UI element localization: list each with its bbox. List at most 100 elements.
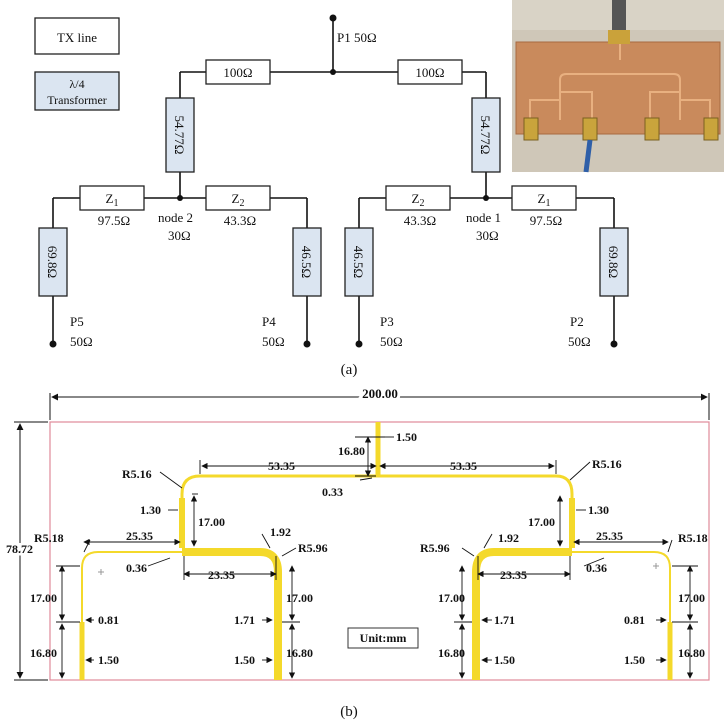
transformer-54-left-label: 54.77Ω [172, 116, 187, 155]
dim-p5-w2: 1.50 [98, 653, 119, 667]
dim-w192-left: 1.92 [270, 525, 291, 539]
dim-p2-v1: 17.00 [678, 591, 705, 605]
port-p3-impedance: 50Ω [380, 334, 403, 349]
z2-right-value: 43.3Ω [404, 213, 436, 228]
legend-tx-box [34, 17, 120, 55]
dim-r596-left: R5.96 [298, 541, 328, 555]
legend-tx-label: TX line [57, 30, 97, 45]
transformer-54-right [471, 97, 501, 173]
dim-top-width: 1.50 [396, 430, 417, 444]
port-p3-label: P3 [380, 314, 394, 329]
layout-b: 200.00 78.72 [4, 383, 710, 720]
unit-label: Unit:mm [360, 631, 407, 645]
dim-r518-left: R5.18 [34, 531, 64, 545]
dim-p4-v1: 17.00 [286, 591, 313, 605]
microstrip-traces [79, 422, 673, 680]
dim-arm-left: 53.35 [268, 459, 295, 473]
transformer-54-right-label: 54.77Ω [478, 116, 493, 155]
transformer-46-left [292, 227, 322, 297]
dim-v1700-left: 17.00 [198, 515, 225, 529]
z1-left-name: Z1 [106, 191, 119, 209]
port-p5-impedance: 50Ω [70, 334, 93, 349]
z1-right [511, 185, 577, 211]
dim-h2335-right: 23.35 [500, 568, 527, 582]
dim-arm-right: 53.35 [450, 459, 477, 473]
dim-r518-right: R5.18 [678, 531, 708, 545]
transformer-69-right-label: 69.8Ω [606, 246, 621, 278]
dim-p4-w2: 1.50 [234, 653, 255, 667]
dim-p3-w2: 1.50 [494, 653, 515, 667]
dim-w130-right: 1.30 [588, 503, 609, 517]
dim-w036-right: 0.36 [586, 561, 607, 575]
port-p2-label: P2 [570, 314, 584, 329]
port-p5-label: P5 [70, 314, 84, 329]
dim-p2-w1: 0.81 [624, 613, 645, 627]
caption-b: (b) [340, 704, 358, 720]
z2-left-value: 43.3Ω [224, 213, 256, 228]
dim-r516-left: R5.16 [122, 467, 152, 481]
dim-p3-v1: 17.00 [438, 591, 465, 605]
z2-right-name: Z2 [412, 191, 425, 209]
dim-w192-right: 1.92 [498, 531, 519, 545]
dim-v1700-right: 17.00 [528, 515, 555, 529]
unit-box [347, 627, 419, 649]
tx-line-100-right [397, 59, 463, 85]
dim-h2535-left: 25.35 [126, 529, 153, 543]
tx-line-100-right-label: 100Ω [415, 65, 444, 80]
pcb-board [515, 41, 721, 135]
fabricated-board-photo [512, 0, 724, 173]
dim-gap: 0.33 [322, 485, 343, 499]
legend-transformer-box [34, 71, 120, 111]
transformer-69-left-label: 69.8Ω [45, 246, 60, 278]
schematic-nodes [49, 14, 618, 348]
port-p4-label: P4 [262, 314, 276, 329]
node1-impedance: 30Ω [476, 228, 499, 243]
dim-p2-v2: 16.80 [678, 646, 705, 660]
tx-line-100-left [205, 59, 271, 85]
z2-left-name: Z2 [232, 191, 245, 209]
z1-left-value: 97.5Ω [98, 213, 130, 228]
z2-right [385, 185, 451, 211]
dim-h2535-right: 25.35 [596, 529, 623, 543]
dim-p5-w1: 0.81 [98, 613, 119, 627]
dim-p4-w1: 1.71 [234, 613, 255, 627]
transformer-69-right [599, 227, 629, 297]
dim-r516-right: R5.16 [592, 457, 622, 471]
dim-h2335-left: 23.35 [208, 568, 235, 582]
dim-p5-v2: 16.80 [30, 646, 57, 660]
dim-p5-v1: 17.00 [30, 591, 57, 605]
dim-height-total: 78.72 [6, 542, 33, 556]
dimension-lines [56, 436, 698, 679]
tx-line-100-left-label: 100Ω [223, 65, 252, 80]
legend-transformer-label-1: λ/4 [69, 77, 84, 91]
port-p4-impedance: 50Ω [262, 334, 285, 349]
dim-w036-left: 0.36 [126, 561, 147, 575]
transformer-46-left-label: 46.5Ω [299, 246, 314, 278]
port-p2-impedance: 50Ω [568, 334, 591, 349]
node2-label: node 2 [158, 210, 193, 225]
caption-a: (a) [341, 362, 358, 378]
dim-p4-v2: 16.80 [286, 646, 313, 660]
z1-right-value: 97.5Ω [530, 213, 562, 228]
dim-width-total: 200.00 [362, 386, 398, 401]
transformer-69-left [38, 227, 68, 297]
port-p1-label: P1 50Ω [337, 30, 377, 45]
legend-transformer-label-2: Transformer [47, 93, 107, 107]
node2-impedance: 30Ω [168, 228, 191, 243]
transformer-46-right-label: 46.5Ω [351, 246, 366, 278]
dim-r596-right: R5.96 [420, 541, 450, 555]
z1-right-name: Z1 [538, 191, 551, 209]
dim-p3-w1: 1.71 [494, 613, 515, 627]
dim-p2-w2: 1.50 [624, 653, 645, 667]
z2-left [205, 185, 271, 211]
dim-w130-left: 1.30 [140, 503, 161, 517]
z1-left [79, 185, 145, 211]
transformer-54-left [165, 97, 195, 173]
schematic-a: TX line λ/4 Transformer [34, 14, 629, 378]
dim-p3-v2: 16.80 [438, 646, 465, 660]
node1-label: node 1 [466, 210, 501, 225]
dim-top-len: 16.80 [338, 444, 365, 458]
transformer-46-right [344, 227, 374, 297]
